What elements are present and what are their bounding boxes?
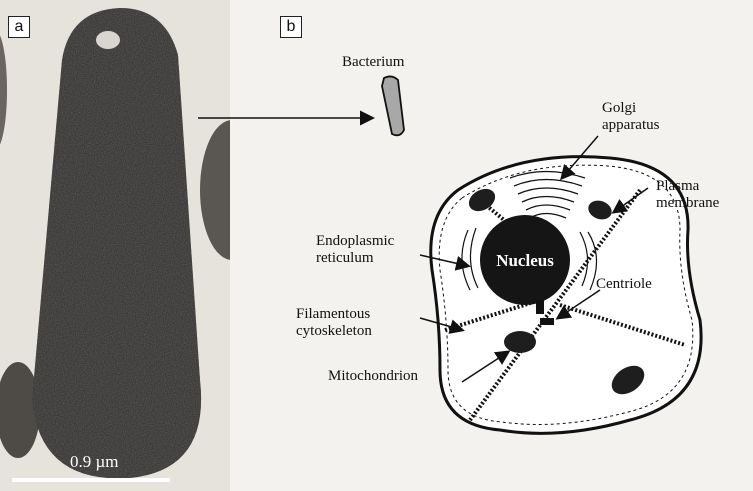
bacterium-shape <box>382 76 404 135</box>
er-label: Endoplasmic reticulum <box>316 233 394 267</box>
centriole-shape-2 <box>540 318 554 325</box>
filament-label: Filamentous cytoskeleton <box>296 306 372 340</box>
mito-label: Mitochondrion <box>328 368 418 385</box>
centriole-shape-1 <box>536 300 544 314</box>
golgi-label: Golgi apparatus <box>602 100 659 134</box>
centriole-label: Centriole <box>596 276 652 293</box>
nucleus-label: Nucleus <box>496 251 554 270</box>
mitochondrion-3 <box>504 331 536 353</box>
plasma-membrane-label: Plasma membrane <box>656 178 719 212</box>
bacterium-label: Bacterium <box>342 54 404 71</box>
